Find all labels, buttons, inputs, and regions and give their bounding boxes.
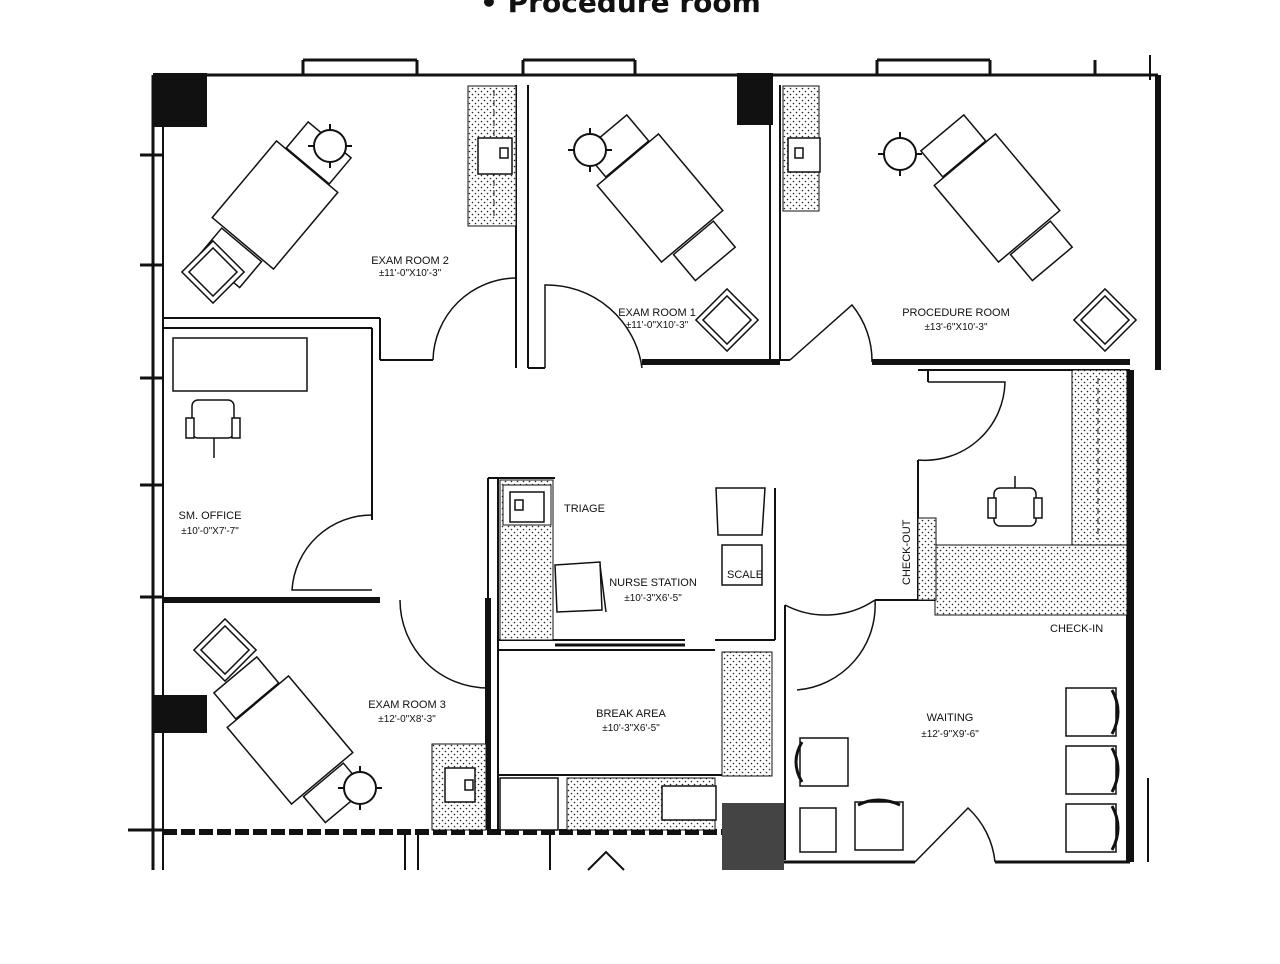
room-label-waiting: WAITING (927, 712, 974, 724)
checkout-label: CHECK-OUT (901, 519, 913, 585)
checkin-label: CHECK-IN (1050, 623, 1103, 635)
room-label-office: SM. OFFICE (179, 510, 242, 522)
side-chairs (180, 239, 1138, 683)
room-size-break: ±10'-3"X6'-5" (602, 723, 660, 734)
office-chair-icon (185, 399, 241, 458)
room-size-nurse: ±10'-3"X6'-5" (624, 593, 682, 604)
room-label-exam3: EXAM ROOM 3 (368, 699, 446, 711)
exam-tables (198, 113, 1074, 824)
room-size-exam1: ±11'-0"X10'-3" (626, 320, 689, 331)
room-label-break: BREAK AREA (596, 708, 666, 720)
room-size-procedure: ±13'-6"X10'-3" (924, 322, 988, 333)
room-size-office: ±10'-0"X7'-7" (181, 526, 239, 537)
stool-icons (308, 124, 922, 810)
room-label-procedure: PROCEDURE ROOM (902, 307, 1010, 319)
bullet: • (480, 0, 498, 19)
sink-icons (444, 137, 821, 831)
counters (431, 85, 1128, 831)
furniture (172, 337, 1043, 613)
room-label-exam2: EXAM ROOM 2 (371, 255, 449, 267)
nurse-chair-icon (554, 561, 607, 613)
triage-label: TRIAGE (564, 503, 605, 515)
room-label-nurse: NURSE STATION (609, 577, 697, 589)
scale-label: SCALE (727, 569, 763, 581)
room-size-exam3: ±12'-0"X8'-3" (378, 714, 436, 725)
room-size-exam2: ±11'-0"X10'-3" (379, 268, 442, 279)
room-label-exam1: EXAM ROOM 1 (618, 307, 696, 319)
doors (291, 277, 1006, 863)
scale-icon (721, 544, 763, 586)
reception-chair-icon (987, 476, 1043, 527)
page-heading: • Procedure room (480, 0, 761, 19)
heading-text: Procedure room (507, 0, 761, 19)
room-size-waiting: ±12'-9"X9'-6" (921, 729, 979, 740)
waiting-chairs (794, 687, 1120, 853)
exterior-walls (128, 55, 1161, 871)
room-labels: EXAM ROOM 2 ±11'-0"X10'-3" EXAM ROOM 1 ±… (179, 255, 1104, 740)
triage-chair-icon (715, 487, 766, 536)
